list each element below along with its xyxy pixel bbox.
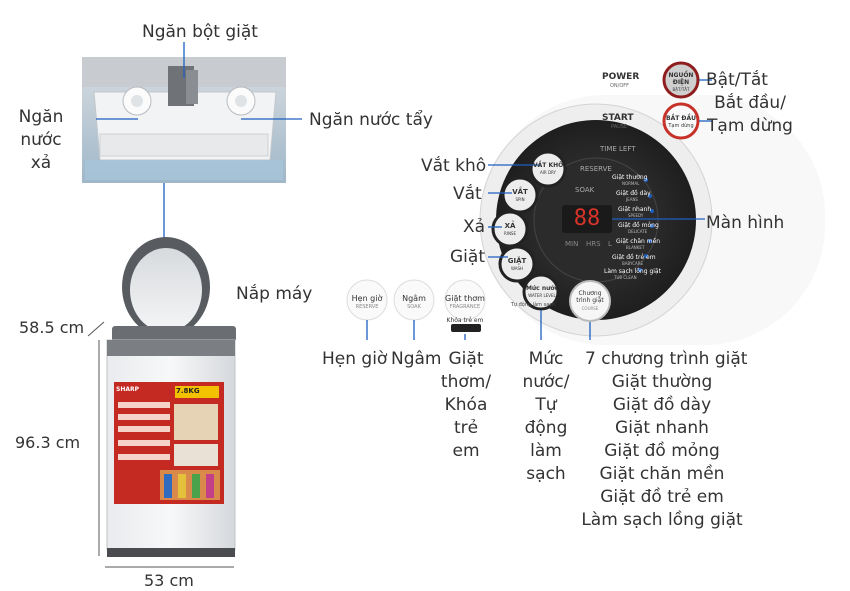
reserve-button-sub: RESERVE xyxy=(355,304,379,310)
dial-program-3-en: SPEEDY xyxy=(628,213,644,218)
capacity-badge: 7.8KG xyxy=(176,387,200,395)
program-jeans: Giặt đồ dày xyxy=(612,395,712,415)
air-dry-button-sub: AIR DRY xyxy=(539,170,556,175)
dial-program-4-en: DELICATE xyxy=(628,229,648,234)
wash-button-sub: WASH xyxy=(510,266,524,271)
start-sub: PAUSE xyxy=(611,124,628,130)
program-babycare: Giặt đồ trẻ em xyxy=(600,487,724,507)
dial-callout-lines xyxy=(366,79,712,340)
fragrance-callout: Giặt thơm/ Khóa trẻ em xyxy=(440,349,492,461)
softener-compartment-label: Ngăn nước xả xyxy=(18,107,64,173)
dial-program-7-en: TUB CLEAN xyxy=(614,275,637,280)
soak-button-sub: SOAK xyxy=(407,304,421,310)
course-button-sub: COURSE xyxy=(581,306,599,311)
course-button-title: Chương trình giặt xyxy=(576,290,604,304)
fragrance-button-title: Giặt thơm xyxy=(445,294,485,303)
dial-program-3: Giặt nhanh xyxy=(618,206,652,213)
spin-button-sub: SPIN xyxy=(515,197,525,202)
start-button-text: BẮT ĐẦU xyxy=(666,115,696,122)
water-level-callout: Mức nước/ Tự động làm sạch xyxy=(522,349,570,484)
dial-program-5: Giặt chăn mền xyxy=(616,238,661,245)
dial-program-5-en: BLANKET xyxy=(626,245,645,250)
soak-callout: Ngâm xyxy=(391,349,442,369)
display-hrs: HRS xyxy=(586,240,601,248)
width-dimension: 53 cm xyxy=(144,571,194,590)
control-dial xyxy=(479,61,825,345)
ring-reserve: RESERVE xyxy=(580,165,612,173)
power-callout: Bật/Tắt xyxy=(706,70,768,90)
program-normal: Giặt thường xyxy=(611,372,713,392)
brand-mark: SHARP xyxy=(116,386,140,393)
depth-dimension: 58.5 cm xyxy=(19,318,85,337)
display-min: MIN xyxy=(565,240,579,248)
display-digits: 88 xyxy=(573,206,601,231)
ring-soak: SOAK xyxy=(575,186,595,194)
dial-program-1: Giặt thường xyxy=(612,174,648,181)
child-lock-sub: Khóa trẻ em xyxy=(446,317,484,324)
spin-button-title: VẮT xyxy=(512,188,528,196)
detergent-compartment-label: Ngăn bột giặt xyxy=(142,22,258,42)
power-button-sub: BẬT/TẮT xyxy=(672,87,690,92)
air-dry-callout: Vắt khô xyxy=(421,156,487,176)
dial-program-6: Giặt đồ trẻ em xyxy=(612,254,656,261)
fragrance-button-sub: FRAGRANCE xyxy=(449,304,481,310)
spin-callout: Vắt xyxy=(453,184,482,204)
dial-program-2: Giặt đồ dày xyxy=(616,190,651,197)
wash-button-title: GIẶT xyxy=(507,257,527,265)
power-button-text: NGUỒN ĐIỆN xyxy=(668,72,694,86)
reserve-callout: Hẹn giờ xyxy=(322,349,388,369)
power-sub: ON/OFF xyxy=(610,83,630,89)
display-callout: Màn hình xyxy=(706,213,785,233)
display-l: L xyxy=(608,240,612,248)
water-level-button-sub: WATER LEVEL xyxy=(528,293,556,298)
bleach-compartment-label: Ngăn nước tẩy xyxy=(309,110,433,130)
program-delicate: Giặt đồ mỏng xyxy=(604,441,720,461)
program-blanket: Giặt chăn mền xyxy=(599,464,725,484)
programs-title: 7 chương trình giặt xyxy=(585,349,748,369)
program-tub-clean: Làm sạch lồng giặt xyxy=(581,510,743,530)
start-label: START xyxy=(602,113,634,123)
start-button-sub: Tạm dừng xyxy=(668,123,694,129)
dimension-lines xyxy=(87,321,234,568)
air-dry-button-title: VẮT KHÔ xyxy=(533,162,564,169)
dial-program-6-en: BABYCARE xyxy=(622,261,644,266)
wash-callout: Giặt xyxy=(450,247,485,267)
water-level-button-title: Mức nước xyxy=(525,285,559,292)
lid-label: Nắp máy xyxy=(236,284,313,304)
height-dimension: 96.3 cm xyxy=(15,433,81,452)
dial-program-1-en: NORMAL xyxy=(622,181,640,186)
soak-button-title: Ngâm xyxy=(402,294,426,303)
auto-clean-text: Tự động làm sạch xyxy=(510,302,556,308)
ring-time-left: TIME LEFT xyxy=(600,145,636,153)
rinse-button-sub: RINSE xyxy=(503,231,517,236)
rinse-callout: Xả xyxy=(463,217,486,237)
rinse-button-title: XẢ xyxy=(504,222,516,230)
small-buttons xyxy=(346,279,486,332)
power-label: POWER xyxy=(602,72,640,82)
program-speedy: Giặt nhanh xyxy=(615,418,709,438)
washing-machine xyxy=(106,237,236,557)
dial-program-2-en: JEANS xyxy=(626,197,638,202)
dial-program-4: Giặt đồ mỏng xyxy=(618,222,659,229)
reserve-button-title: Hẹn giờ xyxy=(351,294,383,303)
start-callout: Bắt đầu/ Tạm dừng xyxy=(707,93,793,136)
dial-program-7: Làm sạch lồng giặt xyxy=(604,268,661,275)
